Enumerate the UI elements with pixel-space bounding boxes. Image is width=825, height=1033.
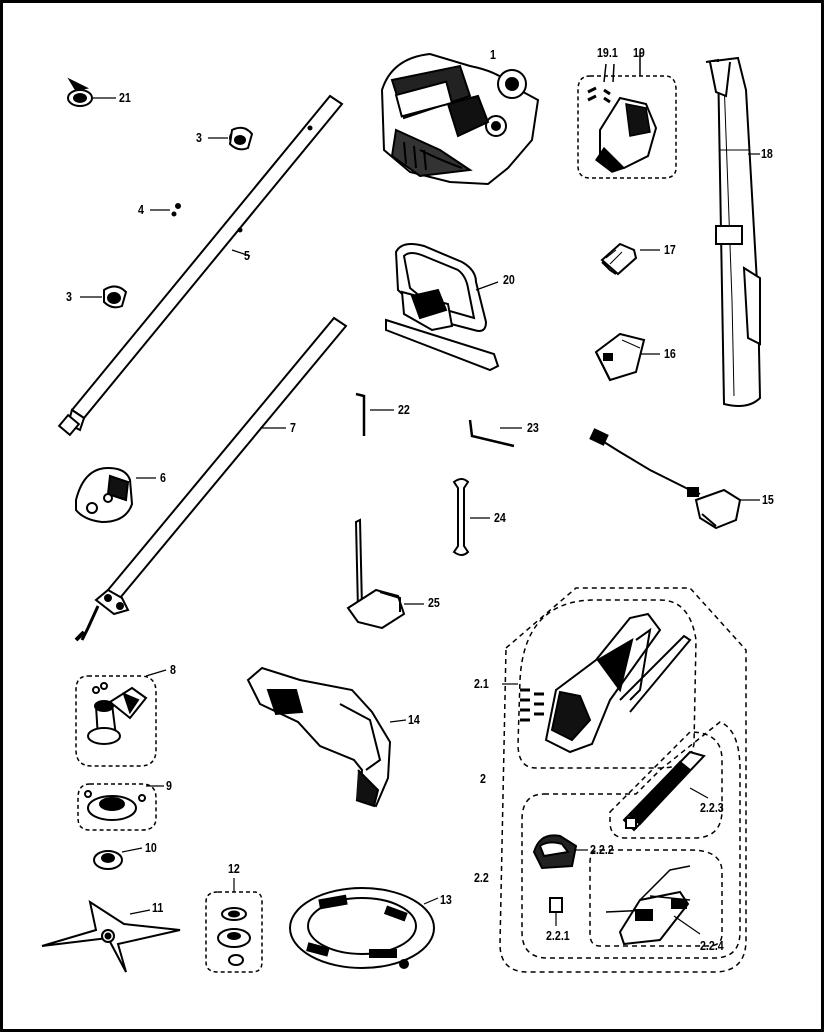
part-2-2-3-trigger bbox=[622, 750, 709, 832]
callout-2-2: 2.2 bbox=[474, 870, 489, 885]
callout-25: 25 bbox=[428, 595, 440, 610]
part-7-lower-shaft bbox=[74, 316, 348, 642]
callout-2: 2 bbox=[480, 771, 486, 786]
part-3-collar-bottom bbox=[80, 285, 128, 309]
callout-8: 8 bbox=[170, 662, 176, 677]
callout-2-2-4: 2.2.4 bbox=[700, 938, 724, 953]
part-10-nut bbox=[93, 847, 143, 870]
part-23-allen-key bbox=[468, 419, 522, 448]
part-8-gear-head bbox=[75, 669, 167, 767]
callout-22: 22 bbox=[398, 402, 410, 417]
callout-7: 7 bbox=[290, 420, 296, 435]
part-6-bracket bbox=[75, 466, 156, 524]
callout-19: 19 bbox=[633, 45, 645, 60]
callout-20: 20 bbox=[503, 272, 515, 287]
callout-15: 15 bbox=[762, 492, 774, 507]
part-24-wrench bbox=[452, 478, 490, 556]
part-5-upper-shaft bbox=[57, 94, 344, 437]
part-2-1-handle bbox=[502, 612, 692, 754]
callout-12: 12 bbox=[228, 861, 240, 876]
callout-1: 1 bbox=[490, 47, 496, 62]
part-25-plug-wrench bbox=[346, 518, 424, 630]
part-9-washer bbox=[77, 783, 164, 831]
part-14-guard bbox=[246, 666, 407, 808]
callout-23: 23 bbox=[527, 420, 539, 435]
callout-18: 18 bbox=[761, 146, 773, 161]
callout-9: 9 bbox=[166, 778, 172, 793]
part-2-2-2-cover bbox=[532, 834, 588, 870]
callout-13: 13 bbox=[440, 892, 452, 907]
part-20-handle bbox=[385, 243, 500, 372]
part-4-pin bbox=[150, 203, 181, 217]
callout-5: 5 bbox=[244, 248, 250, 263]
callout-4: 4 bbox=[138, 202, 144, 217]
callout-2-2-1: 2.2.1 bbox=[546, 928, 570, 943]
callout-6: 6 bbox=[160, 470, 166, 485]
callout-10: 10 bbox=[145, 840, 157, 855]
callout-21: 21 bbox=[119, 90, 131, 105]
part-17-fitting bbox=[600, 242, 660, 276]
part-12-spool bbox=[205, 878, 263, 973]
part-3-collar-top bbox=[208, 126, 254, 151]
callout-11: 11 bbox=[152, 900, 164, 915]
callout-16: 16 bbox=[664, 346, 676, 361]
callout-24: 24 bbox=[494, 510, 506, 525]
part-16-battery bbox=[594, 332, 660, 382]
callout-2-1: 2.1 bbox=[474, 676, 489, 691]
callout-3-top: 3 bbox=[196, 130, 202, 145]
callout-17: 17 bbox=[664, 242, 676, 257]
part-15-charger bbox=[589, 428, 760, 530]
callout-14: 14 bbox=[408, 712, 420, 727]
callout-3-bottom: 3 bbox=[66, 289, 72, 304]
part-2-2-1-clip bbox=[549, 897, 563, 926]
part-1-engine bbox=[380, 52, 540, 186]
part-19-assembly bbox=[577, 52, 677, 179]
callout-19-1: 19.1 bbox=[597, 45, 618, 60]
part-22-allen-key bbox=[355, 392, 394, 436]
part-11-blade bbox=[41, 899, 181, 973]
callout-2-2-2: 2.2.2 bbox=[590, 842, 614, 857]
part-2-2-4-switch bbox=[605, 865, 701, 946]
callout-2-2-3: 2.2.3 bbox=[700, 800, 724, 815]
part-21-clamp bbox=[67, 77, 116, 107]
part-2-assembly-outline bbox=[499, 587, 747, 973]
part-18-strap bbox=[705, 56, 762, 407]
part-13-ring bbox=[289, 887, 439, 969]
